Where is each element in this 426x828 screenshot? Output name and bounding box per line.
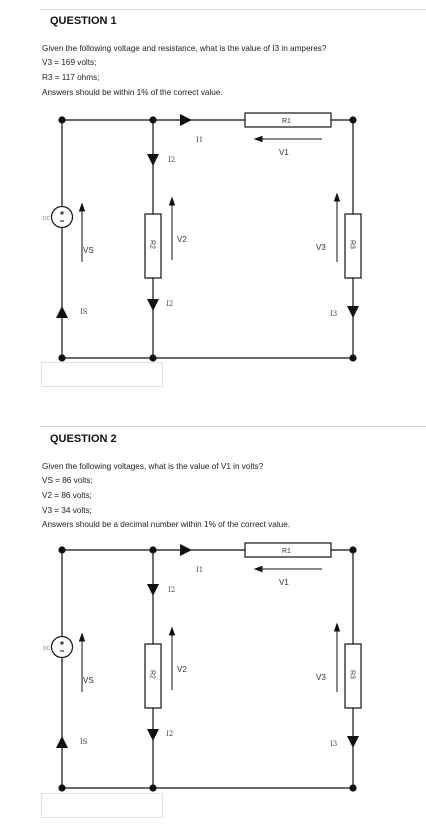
vs-arrow-icon	[78, 632, 86, 692]
question-2-title: QUESTION 2	[50, 433, 117, 445]
r1-resistor	[244, 542, 332, 558]
question-1-given-v3: V3 = 169 volts;	[42, 58, 97, 67]
r1-resistor	[244, 112, 332, 128]
r1-label: R1	[282, 548, 291, 555]
question-2-circuit-diagram: DC VS IS I1 I2 R2 V2 I2 R1 V1 V3 R3 I3	[43, 542, 362, 792]
v1-arrow-icon	[253, 565, 322, 573]
i2-top-label: I2	[168, 586, 175, 594]
r3-resistor	[344, 643, 362, 709]
circuit-wires	[61, 119, 354, 359]
i2-top-arrow-icon	[147, 154, 159, 166]
question-2-prompt: Given the following voltages, what is th…	[42, 462, 264, 471]
i3-label: I3	[330, 740, 337, 748]
question-1-divider	[40, 9, 426, 10]
question-2-divider	[40, 426, 426, 427]
r3-label: R3	[349, 240, 356, 249]
is-arrow-icon	[56, 736, 68, 748]
i1-arrow-icon	[180, 114, 192, 126]
r2-resistor	[144, 643, 162, 709]
i2-bottom-arrow-icon	[147, 729, 159, 741]
question-1-instructions: Answers should be within 1% of the corre…	[42, 88, 223, 97]
i2-top-arrow-icon	[147, 584, 159, 596]
is-label: IS	[80, 308, 88, 316]
i2-bottom-label: I2	[166, 300, 173, 308]
i2-bottom-label: I2	[166, 730, 173, 738]
question-2-given-v2: V2 = 86 volts;	[42, 491, 92, 500]
junction-nodes	[58, 116, 357, 362]
r2-label: R2	[149, 240, 156, 249]
question-1-given-r3: R3 = 117 ohms;	[42, 73, 100, 82]
dc-source-icon	[50, 635, 74, 659]
r2-resistor	[144, 213, 162, 279]
question-2-answer-input[interactable]	[41, 793, 163, 818]
v3-arrow-icon	[333, 622, 341, 692]
r3-resistor	[344, 213, 362, 279]
i2-bottom-arrow-icon	[147, 299, 159, 311]
v1-arrow-icon	[253, 135, 322, 143]
question-2-given-v3: V3 = 34 volts;	[42, 506, 92, 515]
i1-label: I1	[196, 566, 203, 574]
v2-arrow-icon	[168, 626, 176, 690]
v3-arrow-icon	[333, 192, 341, 262]
dc-source-icon	[50, 205, 74, 229]
i3-label: I3	[330, 310, 337, 318]
v2-arrow-icon	[168, 196, 176, 260]
vs-label: VS	[83, 676, 94, 685]
question-1-title: QUESTION 1	[50, 15, 117, 27]
is-arrow-icon	[56, 306, 68, 318]
v3-label: V3	[316, 243, 326, 252]
vs-arrow-icon	[78, 202, 86, 262]
question-1-circuit-diagram: DC VS IS I1 I2 R2 V2 I2 R1 V1 V3 R3 I3	[43, 112, 362, 362]
is-label: IS	[80, 738, 88, 746]
r2-label: R2	[149, 670, 156, 679]
v1-label: V1	[279, 578, 289, 587]
i1-label: I1	[196, 136, 203, 144]
question-2-instructions: Answers should be a decimal number withi…	[42, 520, 291, 529]
question-2-given-vs: VS = 86 volts;	[42, 476, 93, 485]
v3-label: V3	[316, 673, 326, 682]
v2-label: V2	[177, 235, 187, 244]
junction-nodes	[58, 546, 357, 792]
i2-top-label: I2	[168, 156, 175, 164]
v2-label: V2	[177, 665, 187, 674]
dc-label: DC	[43, 216, 51, 222]
question-1-answer-input[interactable]	[41, 362, 163, 387]
i1-arrow-icon	[180, 544, 192, 556]
i3-arrow-icon	[347, 306, 359, 318]
dc-label: DC	[43, 646, 51, 652]
question-1-prompt: Given the following voltage and resistan…	[42, 44, 327, 53]
r3-label: R3	[349, 670, 356, 679]
v1-label: V1	[279, 148, 289, 157]
r1-label: R1	[282, 118, 291, 125]
circuit-wires	[61, 549, 354, 789]
vs-label: VS	[83, 246, 94, 255]
i3-arrow-icon	[347, 736, 359, 748]
